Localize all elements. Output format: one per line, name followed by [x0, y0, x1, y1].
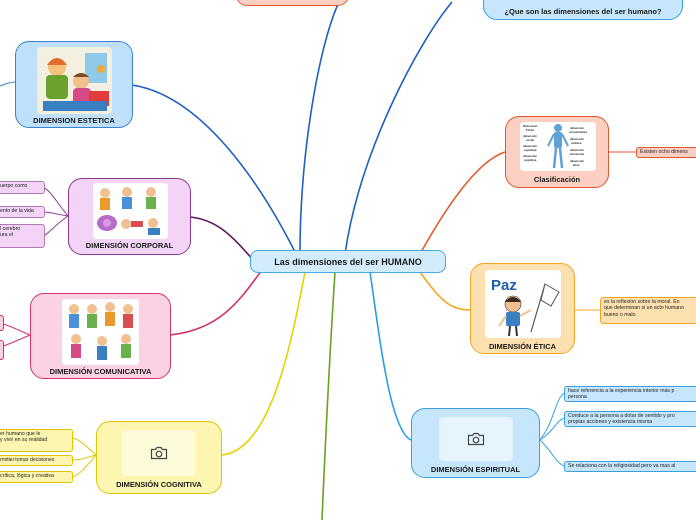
clasificacion-leaf-1-text: Existen ocho dimens: [640, 149, 688, 155]
espiritual-leaf-3-text: Se relaciona con la religiosidad pero va…: [568, 463, 676, 469]
cognitiva-leaf-3-text: crítica, lógica y creativa: [0, 473, 54, 479]
node-dimension-corporal[interactable]: DIMENSIÓN CORPORAL: [68, 178, 191, 255]
connector-question: [344, 1, 453, 255]
espiritual-leaf-2-line-2: propias acciones y existencia misma: [568, 419, 653, 426]
node-dimension-espiritual[interactable]: DIMENSIÓN ESPIRITUAL: [411, 408, 540, 478]
svg-text:comunicativa: comunicativa: [569, 130, 587, 134]
question-label: ¿Que son las dimensiones del ser humano?: [504, 7, 662, 16]
cognitiva-leaf-2[interactable]: rmitiei tomar decisiones: [0, 455, 73, 466]
espiritual-leaf-1-line-2: persona: [568, 394, 587, 401]
connector-top-left: [299, 0, 341, 255]
espiritual-leaf-1-line-1: hace referencia a la experiencia interio…: [568, 388, 675, 394]
comunicativa-leaf-2[interactable]: [0, 340, 4, 360]
svg-text:dimensión: dimensión: [570, 126, 584, 130]
svg-text:dimensión: dimensión: [523, 144, 537, 148]
kids-talking-image: [62, 299, 139, 365]
clasificacion-leaf-1[interactable]: Existen ocho dimens: [636, 147, 696, 158]
connector-comunicativa: [169, 269, 263, 336]
corporal-label: DIMENSIÓN CORPORAL: [85, 241, 174, 250]
kids-exercising-image: [93, 183, 168, 239]
connector-espiritual: [369, 271, 412, 441]
svg-text:cognitiva: cognitiva: [524, 158, 537, 162]
svg-text:dimensión: dimensión: [523, 134, 537, 138]
clasificacion-label: Clasificación: [533, 175, 581, 184]
cognitiva-leaf-1-line-2: y vivir en su realidad: [0, 437, 48, 444]
node-dimension-estetica[interactable]: DIMENSION ESTETICA: [15, 41, 133, 128]
estetica-label: DIMENSION ESTETICA: [33, 116, 115, 125]
question-node[interactable]: ¿Que son las dimensiones del ser humano?: [483, 0, 683, 20]
espiritual-leaf-2-line-1: Conduce a la persona a dotar de sentido …: [568, 413, 675, 419]
node-dimension-comunicativa[interactable]: DIMENSIÓN COMUNICATIVA: [30, 293, 171, 379]
svg-text:espiritual: espiritual: [524, 148, 537, 152]
espiritual-label: DIMENSIÓN ESPIRITUAL: [430, 465, 521, 474]
connector-estetica: [131, 84, 301, 263]
corporal-leaf-3[interactable]: l cerebro ura el: [0, 224, 45, 248]
comunicativa-leaf-1[interactable]: [0, 315, 4, 331]
svg-text:Física: Física: [526, 128, 534, 132]
kids-painting-image: [37, 47, 112, 114]
etica-leaf-1-line-1: es la reflexión sobre la moral. En: [604, 299, 680, 305]
espiritual-leaf-1[interactable]: hace referencia a la experiencia interio…: [564, 386, 696, 402]
svg-text:dimensión: dimensión: [523, 154, 537, 158]
svg-text:emocional: emocional: [570, 152, 584, 156]
cognitiva-image-placeholder: [122, 430, 196, 476]
comunicativa-label: DIMENSIÓN COMUNICATIVA: [49, 367, 152, 376]
svg-text:social: social: [526, 138, 534, 142]
cognitiva-leaf-1-line-1: er humano que le: [0, 431, 41, 437]
camera-icon: [467, 432, 485, 446]
cognitiva-leaf-2-text: rmitiei tomar decisiones: [0, 457, 55, 463]
espiritual-image-placeholder: [439, 417, 513, 461]
camera-icon: [150, 446, 168, 460]
central-topic-label: Las dimensiones del ser HUMANO: [274, 257, 422, 267]
central-topic[interactable]: Las dimensiones del ser HUMANO: [250, 250, 446, 273]
corporal-leaf-3-line-1: l cerebro: [0, 226, 21, 232]
corporal-leaf-1-text: uerpo como: [0, 183, 28, 189]
svg-text:Dimensión: Dimensión: [523, 124, 538, 128]
connector-clasificacion: [419, 151, 506, 255]
top-cutoff-node[interactable]: [236, 0, 349, 6]
etica-label: DIMENSIÓN ÉTICA: [488, 342, 557, 351]
espiritual-leaf-3[interactable]: Se relaciona con la religiosidad pero va…: [564, 461, 696, 472]
connector-bottom-green: [321, 271, 336, 520]
node-dimension-cognitiva[interactable]: DIMENSIÓN COGNITIVA: [96, 421, 222, 494]
svg-text:dimensión: dimensión: [570, 148, 584, 152]
corporal-leaf-2[interactable]: ento de la vida: [0, 206, 45, 218]
cognitiva-leaf-1[interactable]: er humano que le y vivir en su realidad: [0, 429, 73, 452]
svg-text:estética: estética: [571, 141, 582, 145]
etica-leaf-1-line-3: bueno o malo.: [604, 311, 637, 318]
paz-text: Paz: [491, 277, 517, 294]
connector-corporal: [189, 216, 256, 263]
paz-image: Paz: [485, 270, 561, 338]
espiritual-leaf-2[interactable]: Conduce a la persona a dotar de sentido …: [564, 411, 696, 427]
svg-text:dimensión: dimensión: [570, 137, 584, 141]
node-dimension-etica[interactable]: Paz DIMENSIÓN ÉTICA: [470, 263, 575, 354]
svg-text:ética: ética: [573, 163, 580, 167]
corporal-leaf-2-text: ento de la vida: [0, 208, 34, 214]
corporal-leaf-1[interactable]: uerpo como: [0, 181, 45, 194]
connector-cognitiva: [221, 271, 306, 456]
cognitiva-leaf-3[interactable]: crítica, lógica y creativa: [0, 471, 73, 483]
svg-text:dimensión: dimensión: [570, 159, 584, 163]
etica-leaf-1-line-2: que determinan si un acto humano: [604, 305, 684, 312]
connector-etica: [419, 271, 471, 311]
etica-leaf-1[interactable]: es la reflexión sobre la moral. En que d…: [600, 297, 696, 324]
corporal-leaf-3-line-2: ura el: [0, 232, 13, 239]
cognitiva-label: DIMENSIÓN COGNITIVA: [116, 480, 202, 489]
